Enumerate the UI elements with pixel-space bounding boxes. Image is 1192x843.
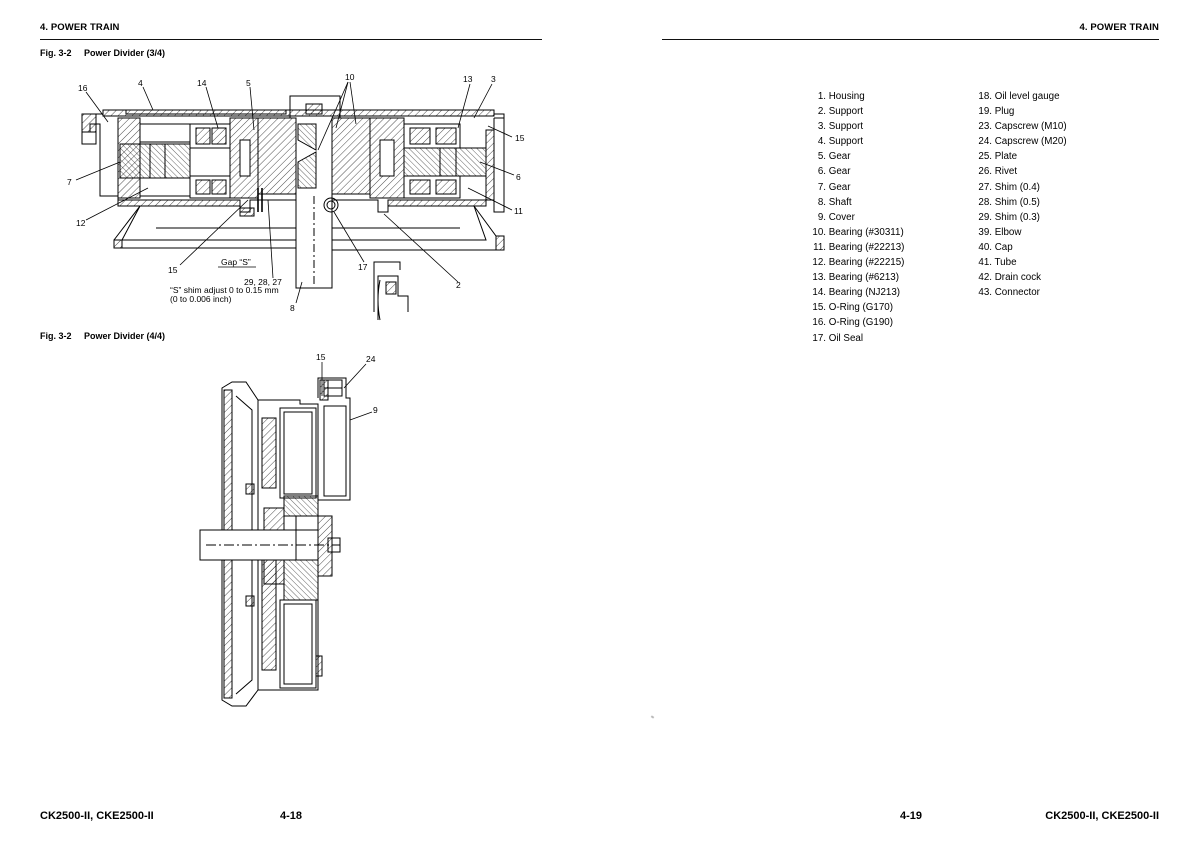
left-page: 4. POWER TRAIN Fig. 3-2 Power Divider (3/… bbox=[40, 22, 542, 822]
part-row: 25. Plate bbox=[978, 151, 1018, 163]
parts-list-column-2: 18. Oil level gauge 19. Plug 23. Capscre… bbox=[968, 89, 1067, 300]
part-row: 15. O-Ring (G170) bbox=[812, 302, 893, 314]
callout-9: 9 bbox=[373, 405, 378, 415]
part-row: 41. Tube bbox=[978, 257, 1017, 269]
part-row: 23. Capscrew (M10) bbox=[978, 121, 1067, 133]
power-divider-section-diagram: 16 4 14 5 10 13 3 15 7 6 12 11 15 17 2 8… bbox=[67, 72, 525, 321]
cover-section-outline bbox=[199, 377, 351, 707]
part-row: 43. Connector bbox=[978, 287, 1040, 299]
callout-14: 14 bbox=[197, 78, 207, 88]
part-row: 24. Capscrew (M20) bbox=[978, 136, 1067, 148]
callout-15-cover: 15 bbox=[316, 352, 326, 362]
callout-5: 5 bbox=[246, 78, 251, 88]
shim-adjust-note-line2: (0 to 0.006 inch) bbox=[170, 294, 232, 304]
cover-callout-leaders bbox=[321, 362, 373, 421]
part-row: 29. Shim (0.3) bbox=[978, 211, 1040, 223]
part-row: 9. Cover bbox=[817, 211, 855, 223]
part-row: 5. Gear bbox=[817, 151, 851, 163]
figure2-title: Power Divider (4/4) bbox=[84, 331, 166, 341]
part-row: 27. Shim (0.4) bbox=[978, 181, 1040, 193]
callout-2: 2 bbox=[456, 280, 461, 290]
part-row: 3. Support bbox=[817, 121, 864, 133]
part-row: 17. Oil Seal bbox=[812, 332, 864, 344]
callout-15-right: 15 bbox=[515, 133, 525, 143]
header-rule-left bbox=[40, 39, 542, 40]
figure1-number: Fig. 3-2 bbox=[40, 48, 72, 58]
shim-adjust-note-line1: “S” shim adjust 0 to 0.15 mm bbox=[170, 285, 279, 295]
callout-4: 4 bbox=[138, 78, 143, 88]
figure1-caption: Fig. 3-2 Power Divider (3/4) bbox=[40, 48, 165, 58]
callout-labels: 16 4 14 5 10 13 3 15 7 6 12 11 15 17 2 8… bbox=[67, 72, 525, 313]
callout-leader-lines bbox=[75, 81, 515, 304]
part-row: 6. Gear bbox=[817, 166, 851, 178]
part-row: 12. Bearing (#22215) bbox=[812, 257, 905, 269]
part-row: 4. Support bbox=[817, 136, 864, 148]
part-row: 28. Shim (0.5) bbox=[978, 196, 1040, 208]
section-title-right: 4. POWER TRAIN bbox=[1079, 22, 1159, 33]
cover-callout-labels: 15 24 9 bbox=[316, 352, 378, 415]
callout-7: 7 bbox=[67, 177, 72, 187]
section-title-left: 4. POWER TRAIN bbox=[40, 22, 120, 33]
parts-list-column-1: 1. Housing 2. Support 3. Support 4. Supp… bbox=[802, 89, 904, 346]
figure2-number: Fig. 3-2 bbox=[40, 331, 72, 341]
callout-3: 3 bbox=[491, 74, 496, 84]
part-row: 39. Elbow bbox=[978, 226, 1022, 238]
footer-page-number-right: 4-19 bbox=[900, 810, 923, 822]
callout-8: 8 bbox=[290, 303, 295, 313]
part-row: 14. Bearing (NJ213) bbox=[812, 287, 901, 299]
callout-6: 6 bbox=[516, 172, 521, 182]
shim-numbers-label: 29, 28, 27 bbox=[244, 277, 282, 287]
part-row: 1. Housing bbox=[817, 91, 865, 102]
callout-13: 13 bbox=[463, 74, 473, 84]
part-row: 2. Support bbox=[817, 106, 864, 118]
part-row: 42. Drain cock bbox=[978, 272, 1042, 284]
footer-model-right: CK2500-II, CKE2500-II bbox=[1045, 810, 1159, 822]
part-row: 8. Shaft bbox=[817, 196, 852, 208]
right-page: 4. POWER TRAIN 1. Housing 2. Support 3. … bbox=[596, 0, 1192, 843]
part-row: 10. Bearing (#30311) bbox=[812, 226, 904, 238]
part-row: 13. Bearing (#6213) bbox=[812, 272, 899, 284]
footer-page-number-left: 4-18 bbox=[280, 810, 303, 822]
housing-outline bbox=[81, 95, 505, 321]
header-rule-right bbox=[662, 39, 1159, 40]
part-row: 16. O-Ring (G190) bbox=[812, 317, 893, 329]
callout-12: 12 bbox=[76, 218, 86, 228]
gap-s-label: Gap “S” bbox=[221, 257, 251, 267]
callout-16: 16 bbox=[78, 83, 88, 93]
figure1-title: Power Divider (3/4) bbox=[84, 48, 166, 58]
part-row: 18. Oil level gauge bbox=[978, 91, 1060, 102]
part-row: 26. Rivet bbox=[978, 166, 1018, 178]
callout-11: 11 bbox=[514, 206, 523, 216]
callout-15-left: 15 bbox=[168, 265, 178, 275]
callout-24: 24 bbox=[366, 354, 376, 364]
part-row: 11. Bearing (#22213) bbox=[813, 241, 905, 253]
footer-model-left: CK2500-II, CKE2500-II bbox=[40, 810, 154, 822]
callout-10: 10 bbox=[345, 72, 355, 82]
callout-17: 17 bbox=[358, 262, 368, 272]
figure2-caption: Fig. 3-2 Power Divider (4/4) bbox=[40, 331, 165, 341]
power-divider-cover-diagram: 15 24 9 bbox=[199, 352, 378, 707]
part-row: 40. Cap bbox=[978, 241, 1013, 253]
part-row: 7. Gear bbox=[817, 181, 851, 193]
part-row: 19. Plug bbox=[978, 106, 1015, 118]
